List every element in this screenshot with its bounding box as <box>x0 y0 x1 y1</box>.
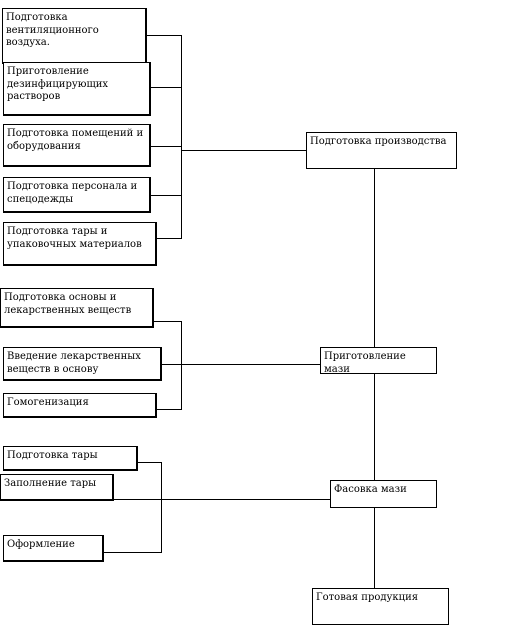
connector <box>374 168 375 348</box>
step-premises-equipment: Подготовка помещений и оборудования <box>3 124 151 167</box>
connector <box>150 87 182 88</box>
step-base-substances: Подготовка основы и лекарственных вещест… <box>0 288 154 328</box>
step-homogenization: Гомогенизация <box>3 393 157 418</box>
connector <box>150 146 182 147</box>
connector <box>181 35 182 239</box>
connector <box>153 321 182 322</box>
connector <box>103 552 162 553</box>
stage-finished-product: Готовая продукция <box>312 588 449 625</box>
connector <box>113 499 331 500</box>
step-labeling: Оформление <box>3 535 104 562</box>
stage-production-prep: Подготовка производства <box>306 132 457 169</box>
step-prepare-containers: Подготовка тары <box>3 446 138 471</box>
connector <box>146 35 182 36</box>
step-ventilation-air: Подготовка вентиляционного воздуха. <box>2 8 147 64</box>
connector <box>156 409 182 410</box>
connector <box>181 150 307 151</box>
connector <box>156 238 182 239</box>
connector <box>161 462 162 553</box>
step-disinfectant-solutions: Приготовление дезинфицирующих растворов <box>3 62 151 116</box>
stage-packaging: Фасовка мази <box>330 480 437 508</box>
connector <box>161 364 321 365</box>
connector <box>137 462 162 463</box>
connector <box>374 373 375 481</box>
connector <box>150 195 182 196</box>
step-fill-containers: Заполнение тары <box>0 474 114 501</box>
connector <box>374 507 375 588</box>
connector <box>181 321 182 410</box>
step-containers-packaging: Подготовка тары и упаковочных материалов <box>3 222 157 266</box>
step-introduce-substances: Введение лекарственных веществ в основу <box>3 347 162 381</box>
step-personnel-clothing: Подготовка персонала и спецодежды <box>3 177 151 213</box>
stage-ointment-prep: Приготовление мази <box>320 347 437 375</box>
